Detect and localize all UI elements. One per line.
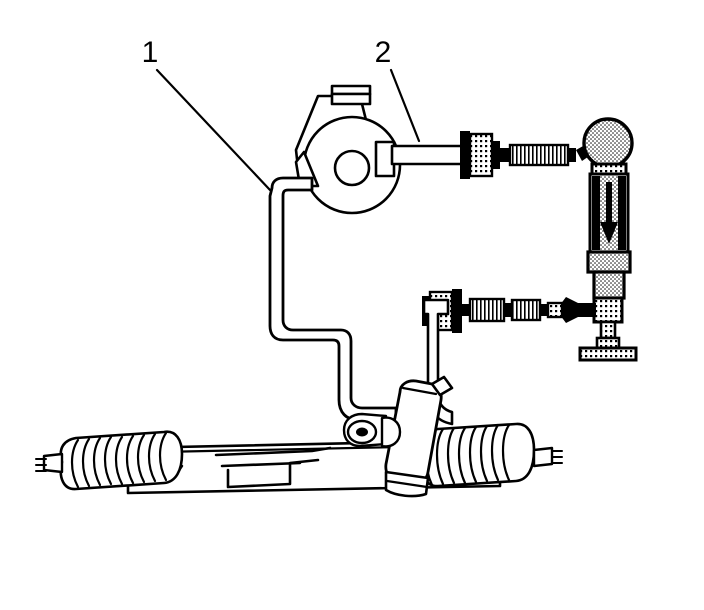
upper-braided-hose — [508, 143, 570, 167]
pump-outlet-hose-body — [390, 144, 464, 166]
upper-fitting-flange — [460, 131, 470, 179]
callout-1-label: 1 — [142, 36, 159, 69]
upper-hose-ferrule-right — [568, 148, 576, 162]
callout-1-leader-line — [155, 68, 272, 192]
flow-arrow-head — [600, 222, 618, 244]
shutoff-valve-side-stem — [578, 303, 596, 317]
tool-stem — [599, 320, 617, 340]
pressure-hose-run — [268, 176, 398, 422]
lower-hose-ferrule-left — [462, 304, 470, 316]
upper-fitting-shoulder — [492, 141, 500, 169]
pressure-gauge-tool — [578, 117, 638, 362]
callout-labels: 1 2 — [142, 36, 392, 69]
reservoir-cap-body — [330, 92, 372, 106]
bellows-boot-left — [35, 430, 184, 491]
callout-2-leader-line — [389, 68, 421, 143]
pump-outlet-port — [374, 140, 396, 178]
pump-hub-inner — [333, 149, 371, 187]
tool-lower-collar — [586, 250, 632, 274]
pinion-valve-housing — [384, 375, 454, 498]
callout-leaders — [155, 68, 421, 192]
tierod-end-right — [532, 446, 554, 468]
pinion-shaft-collar — [380, 416, 402, 448]
upper-fitting-knurled-nut — [468, 132, 494, 178]
lower-hose-collar-right — [546, 301, 564, 319]
lower-hose-ferrule-mid — [504, 303, 512, 317]
tool-base — [578, 346, 638, 362]
power-steering-pump — [294, 84, 402, 215]
tool-barrel-rail-right — [618, 176, 626, 250]
steering-gear — [35, 375, 563, 498]
pinion-bolt-head — [356, 427, 368, 437]
valve-inlet-port — [430, 375, 454, 397]
lower-hose-elbow — [560, 297, 578, 323]
pump-outlet-hose — [390, 144, 464, 166]
power-steering-pressure-hose — [268, 176, 398, 422]
rack-bracket-top-rail — [214, 446, 332, 457]
upper-hose-ferrule-left — [500, 148, 510, 162]
flow-arrow-shaft — [606, 182, 612, 224]
tool-barrel-rail-left — [592, 176, 600, 250]
rack-bracket-mid-rail — [220, 461, 302, 468]
pinion-shaft-fittings — [342, 412, 402, 448]
flow-direction-arrow — [600, 182, 618, 244]
shutoff-valve-body — [592, 296, 624, 324]
callout-2-label: 2 — [375, 36, 392, 69]
lower-braided-hose-left — [468, 297, 506, 323]
lower-fitting-flange-right — [452, 289, 462, 333]
tierod-end-left — [42, 452, 64, 474]
lower-braided-hose-right — [510, 298, 542, 322]
lower-hose-ferrule-right — [540, 304, 548, 316]
gauge-head — [582, 117, 634, 169]
hose-fitting-upper — [460, 131, 598, 179]
tool-lower-barrel — [592, 270, 626, 300]
